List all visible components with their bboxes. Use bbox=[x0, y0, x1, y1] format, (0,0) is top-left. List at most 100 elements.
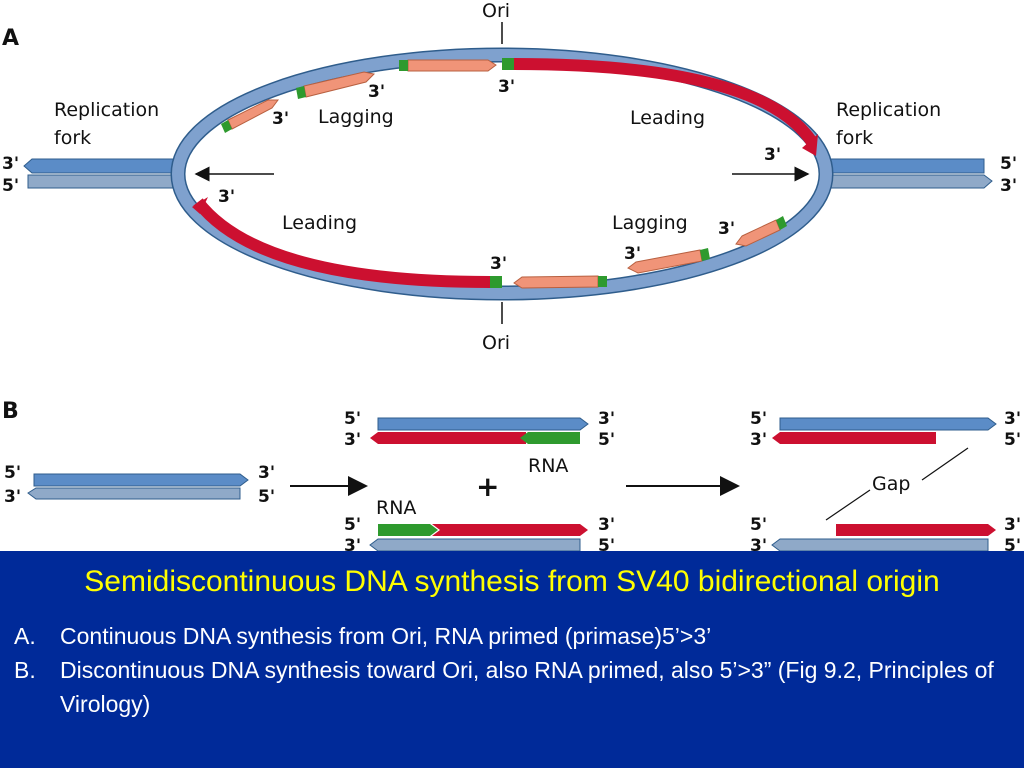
okazaki-fragment bbox=[513, 275, 599, 289]
five-prime-label: 5' bbox=[750, 409, 767, 429]
rna-label: RNA bbox=[528, 455, 568, 477]
leading-bottom-label: Leading bbox=[282, 212, 357, 234]
caption-item-marker: A. bbox=[14, 623, 36, 649]
parental-strand-top bbox=[33, 473, 249, 487]
right-parental-strand-top bbox=[825, 158, 985, 174]
lagging-top-label: Lagging bbox=[318, 106, 394, 128]
three-prime-label: 3' bbox=[4, 487, 21, 507]
three-prime-label: 3' bbox=[218, 187, 235, 207]
new-strand bbox=[370, 432, 526, 444]
five-prime-label: 5' bbox=[1004, 430, 1021, 450]
rna-primer bbox=[700, 248, 710, 261]
five-prime-label: 5' bbox=[1000, 154, 1017, 174]
three-prime-label: 3' bbox=[764, 145, 781, 165]
bubble-parental-strands bbox=[172, 49, 832, 299]
five-prime-label: 5' bbox=[598, 536, 615, 551]
caption-panel: Semidiscontinuous DNA synthesis from SV4… bbox=[0, 551, 1024, 768]
caption-item-text: Discontinuous DNA synthesis toward Ori, … bbox=[60, 657, 994, 717]
template-strand bbox=[369, 538, 581, 551]
three-prime-label: 3' bbox=[598, 515, 615, 535]
three-prime-label: 3' bbox=[2, 154, 19, 174]
three-prime-label: 3' bbox=[750, 536, 767, 551]
three-prime-label: 3' bbox=[598, 409, 615, 429]
leading-strand-top-arrowhead bbox=[802, 134, 818, 156]
ori-bottom-label: Ori bbox=[482, 332, 510, 354]
three-prime-label: 3' bbox=[498, 77, 515, 97]
leading-top-label: Leading bbox=[630, 107, 705, 129]
new-strand bbox=[772, 432, 936, 444]
five-prime-label: 5' bbox=[598, 430, 615, 450]
three-prime-label: 3' bbox=[344, 536, 361, 551]
rna-primer bbox=[520, 432, 580, 444]
okazaki-fragment bbox=[735, 219, 781, 247]
five-prime-label: 5' bbox=[344, 409, 361, 429]
replication-bubble bbox=[23, 47, 993, 301]
three-prime-label: 3' bbox=[718, 219, 735, 239]
caption-item-a: A. Continuous DNA synthesis from Ori, RN… bbox=[14, 619, 1009, 653]
new-strand bbox=[836, 524, 996, 536]
panel-a-label: A bbox=[2, 26, 19, 51]
three-prime-label: 3' bbox=[1004, 515, 1021, 535]
left-parental-strand-bottom bbox=[27, 174, 179, 189]
caption-item-marker: B. bbox=[14, 657, 36, 683]
template-strand bbox=[779, 417, 997, 431]
left-parental-strand-top bbox=[23, 158, 179, 174]
okazaki-fragment bbox=[407, 59, 497, 72]
right-top-duplex: 5' 3' 3' 5' bbox=[750, 409, 1021, 450]
lagging-bottom-label: Lagging bbox=[612, 212, 688, 234]
template-strand bbox=[377, 417, 589, 431]
leading-strand-top bbox=[513, 58, 817, 146]
caption-item-b: B. Discontinuous DNA synthesis toward Or… bbox=[14, 653, 1009, 721]
three-prime-label: 3' bbox=[272, 109, 289, 129]
gap-pointer-upper bbox=[921, 447, 969, 481]
panel-a-end-labels: 3' 3' 3' 3' 3' 3' 3' 3' 3' 5' 5' 3' bbox=[2, 77, 1017, 274]
right-bottom-duplex: 5' 3' 3' 5' bbox=[750, 515, 1021, 551]
five-prime-label: 5' bbox=[2, 176, 19, 196]
three-prime-label: 3' bbox=[344, 430, 361, 450]
caption-item-text: Continuous DNA synthesis from Ori, RNA p… bbox=[60, 623, 712, 649]
rna-primer bbox=[399, 60, 408, 71]
rna-primer bbox=[378, 524, 438, 536]
panel-b-label: B bbox=[2, 399, 19, 424]
parental-duplex: 5' 3' 3' 5' bbox=[4, 463, 275, 507]
five-prime-label: 5' bbox=[344, 515, 361, 535]
primer-top-leading bbox=[502, 58, 514, 70]
five-prime-label: 5' bbox=[750, 515, 767, 535]
rna-primer bbox=[221, 120, 232, 133]
slide-title: Semidiscontinuous DNA synthesis from SV4… bbox=[84, 565, 940, 598]
five-prime-label: 5' bbox=[258, 487, 275, 507]
three-prime-label: 3' bbox=[750, 430, 767, 450]
lagging-fragments-bottom bbox=[513, 216, 787, 289]
lagging-fragments-top bbox=[221, 59, 497, 133]
rna-primer bbox=[776, 216, 787, 230]
three-prime-label: 3' bbox=[1000, 176, 1017, 196]
leading-strand-bottom bbox=[193, 198, 491, 288]
template-strand bbox=[771, 538, 989, 551]
primer-bottom-leading bbox=[490, 276, 502, 288]
caption-list: A. Continuous DNA synthesis from Ori, RN… bbox=[14, 619, 1009, 721]
gap-label: Gap bbox=[872, 473, 910, 495]
middle-top-duplex: 5' 3' 3' 5' RNA bbox=[344, 409, 615, 477]
three-prime-label: 3' bbox=[1004, 409, 1021, 429]
rna-primer bbox=[598, 276, 607, 287]
new-strand bbox=[432, 524, 588, 536]
five-prime-label: 5' bbox=[1004, 536, 1021, 551]
three-prime-label: 3' bbox=[368, 82, 385, 102]
rna-label: RNA bbox=[376, 497, 416, 519]
three-prime-label: 3' bbox=[624, 244, 641, 264]
three-prime-label: 3' bbox=[490, 254, 507, 274]
middle-bottom-duplex: 5' 3' 3' 5' RNA bbox=[344, 497, 615, 551]
parental-strand-bottom bbox=[27, 487, 241, 500]
rna-primer bbox=[296, 86, 306, 99]
gap-pointer-lower bbox=[825, 489, 871, 521]
okazaki-fragment bbox=[627, 249, 703, 274]
right-parental-strand-bottom bbox=[825, 174, 993, 189]
five-prime-label: 5' bbox=[4, 463, 21, 483]
leading-strand-bottom-arrowhead bbox=[192, 197, 208, 214]
plus-sign: + bbox=[476, 470, 499, 503]
three-prime-label: 3' bbox=[258, 463, 275, 483]
ori-top-label: Ori bbox=[482, 0, 510, 22]
